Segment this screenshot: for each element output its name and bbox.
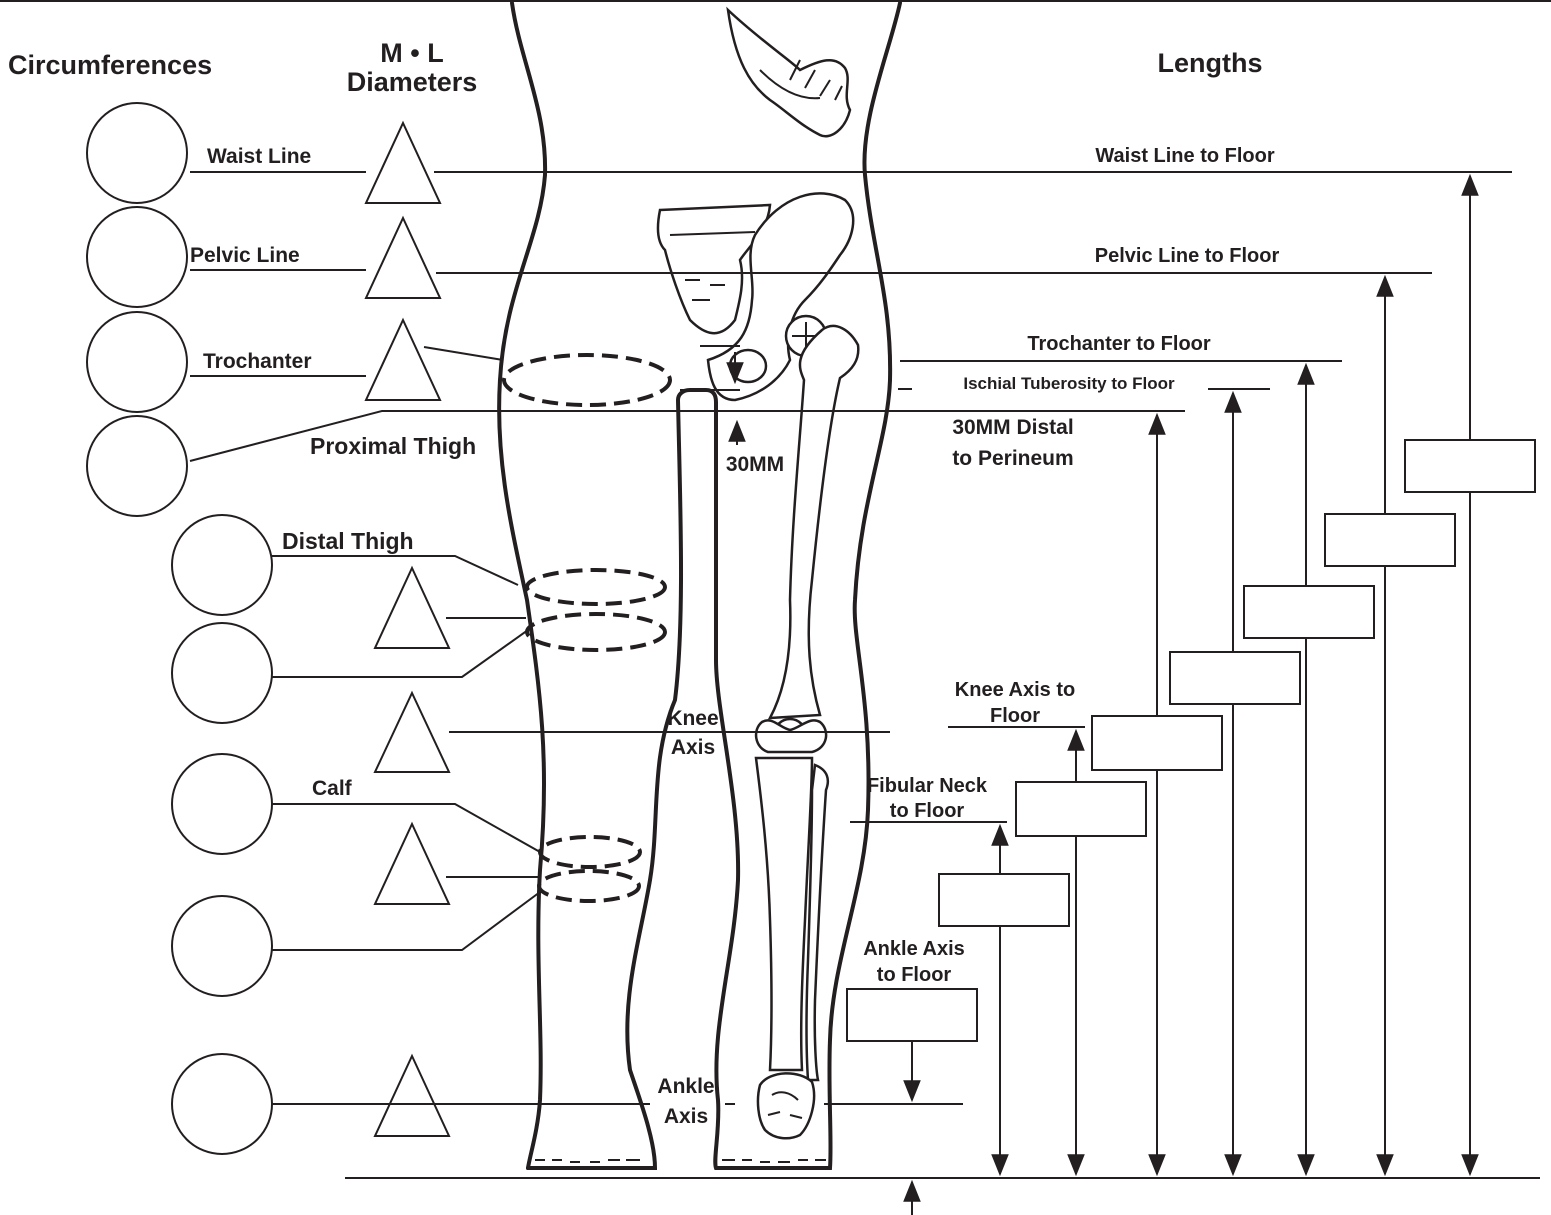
ischial-length-box[interactable] bbox=[1170, 652, 1300, 704]
distal-thigh-label: Distal Thigh bbox=[282, 528, 414, 554]
waist-to-floor-label: Waist Line to Floor bbox=[1095, 145, 1274, 167]
ankle-to-floor-label-line2: to Floor bbox=[877, 964, 952, 986]
waist-diameter-triangle[interactable] bbox=[366, 123, 440, 203]
leg-outline bbox=[499, 3, 900, 1168]
mm30-label: 30MM bbox=[726, 453, 784, 476]
trochanter-label: Trochanter bbox=[203, 350, 312, 373]
inner-leg-contour bbox=[528, 3, 900, 1168]
fibular-to-floor-label-line1: Fibular Neck bbox=[867, 775, 988, 797]
calf-ellipse-1 bbox=[540, 837, 640, 867]
calf-label: Calf bbox=[312, 777, 353, 800]
perineum-length-box[interactable] bbox=[1092, 716, 1222, 770]
distal-thigh-ellipse-1 bbox=[527, 570, 665, 604]
ankle-diameter-triangle[interactable] bbox=[375, 1056, 449, 1136]
pelvic-line-label: Pelvic Line bbox=[190, 244, 300, 267]
perineum-label-line2: to Perineum bbox=[952, 447, 1073, 470]
ischial-to-floor-label: Ischial Tuberosity to Floor bbox=[963, 374, 1175, 393]
distal-thigh-circumference-circle-2[interactable] bbox=[172, 623, 272, 723]
waist-length-box[interactable] bbox=[1405, 440, 1535, 492]
lumbar-vertebra bbox=[728, 10, 850, 136]
distal-thigh-ellipse-2 bbox=[527, 614, 665, 650]
perineum-label-line1: 30MM Distal bbox=[952, 416, 1073, 439]
distal-thigh-line-1 bbox=[272, 556, 518, 585]
ankle-to-floor-label-line1: Ankle Axis bbox=[863, 938, 965, 960]
knee-axis-label-line2: Axis bbox=[671, 736, 715, 759]
ml-header-line1: M • L bbox=[380, 38, 443, 68]
fibular-length-box[interactable] bbox=[939, 874, 1069, 926]
knee-diameter-triangle[interactable] bbox=[375, 693, 449, 772]
proximal-thigh-circumference-circle[interactable] bbox=[87, 416, 187, 516]
pelvic-diameter-triangle[interactable] bbox=[366, 218, 440, 298]
right-foot-sole bbox=[722, 1160, 826, 1162]
pelvic-length-box[interactable] bbox=[1325, 514, 1455, 566]
ankle-bones bbox=[758, 1073, 814, 1138]
calf-circumference-circle-2[interactable] bbox=[172, 896, 272, 996]
ankle-axis-label-line1: Ankle bbox=[657, 1075, 714, 1098]
distal-thigh-circumference-circle-1[interactable] bbox=[172, 515, 272, 615]
left-foot-sole bbox=[535, 1160, 640, 1162]
tibia bbox=[756, 758, 812, 1070]
ankle-circumference-circle[interactable] bbox=[172, 1054, 272, 1154]
ankle-axis-label-line2: Axis bbox=[664, 1105, 708, 1128]
outer-thigh-contour bbox=[499, 3, 545, 1168]
waist-circumference-circle[interactable] bbox=[87, 103, 187, 203]
fibular-to-floor-label-line2: to Floor bbox=[890, 800, 965, 822]
ankle-length-box[interactable] bbox=[847, 989, 977, 1041]
trochanter-circumference-circle[interactable] bbox=[87, 312, 187, 412]
circumferences-header: Circumferences bbox=[8, 50, 212, 80]
calf-ellipse-2 bbox=[539, 871, 639, 901]
calf-diameter-triangle[interactable] bbox=[375, 824, 449, 904]
trochanter-to-floor-label: Trochanter to Floor bbox=[1027, 333, 1211, 355]
pelvic-to-floor-label: Pelvic Line to Floor bbox=[1095, 245, 1280, 267]
waist-line-label: Waist Line bbox=[207, 145, 311, 168]
skeleton bbox=[658, 10, 858, 1138]
trochanter-diameter-triangle[interactable] bbox=[366, 320, 440, 400]
knee-to-floor-label-line2: Floor bbox=[990, 705, 1040, 727]
femur bbox=[770, 326, 858, 718]
knee-axis-label-line1: Knee bbox=[667, 707, 718, 730]
knee-length-box[interactable] bbox=[1016, 782, 1146, 836]
knee-to-floor-label-line1: Knee Axis to bbox=[955, 679, 1075, 701]
proximal-thigh-ellipse bbox=[504, 355, 670, 405]
pelvic-circumference-circle[interactable] bbox=[87, 207, 187, 307]
trochanter-triangle-line bbox=[424, 347, 503, 360]
calf-circumference-circle-1[interactable] bbox=[172, 754, 272, 854]
trochanter-length-box[interactable] bbox=[1244, 586, 1374, 638]
distal-thigh-diameter-triangle[interactable] bbox=[375, 568, 449, 648]
lengths-header: Lengths bbox=[1158, 48, 1263, 78]
ml-header-line2: Diameters bbox=[347, 67, 478, 97]
proximal-thigh-label: Proximal Thigh bbox=[310, 433, 476, 459]
